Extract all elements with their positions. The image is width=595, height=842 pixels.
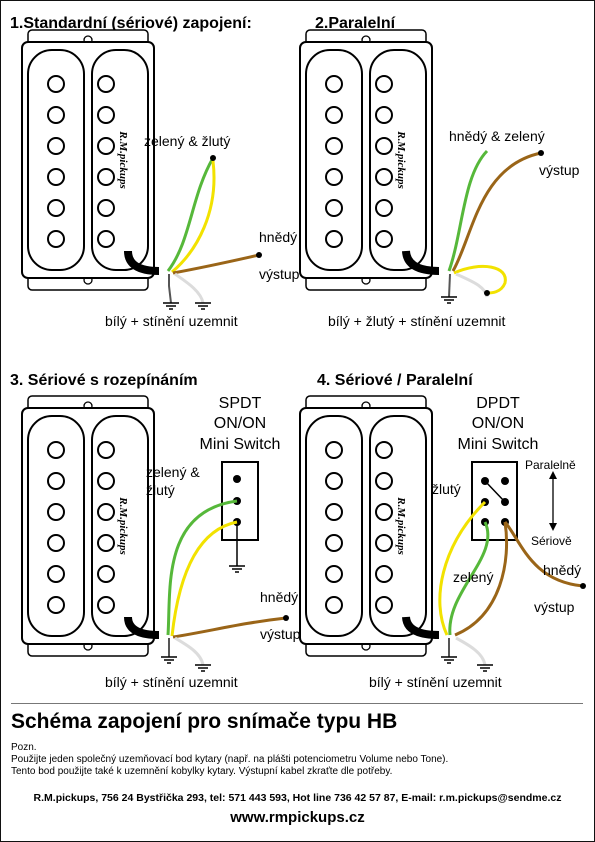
pickup-brand-label: R.M.pickups — [395, 130, 407, 188]
label-brown: hnědý — [259, 229, 297, 245]
website-link[interactable]: www.rmpickups.cz — [230, 809, 365, 826]
ground-symbol-icon — [160, 656, 178, 664]
label-output: výstup — [260, 626, 301, 642]
wire-bundle — [124, 499, 289, 666]
ground-symbol-icon — [476, 664, 494, 672]
ground-symbol-icon — [194, 302, 212, 310]
switch-mode-label: ON/ON — [472, 415, 524, 432]
footer-contact: R.M.pickups, 756 24 Bystřička 293, tel: … — [33, 792, 562, 804]
label-green: zelený — [453, 569, 493, 585]
footer-title: Schéma zapojení pro snímače typu HB — [11, 710, 398, 733]
label-yellow: žlutý — [432, 481, 461, 497]
label-ground: bílý + žlutý + stínění uzemnit — [328, 313, 506, 329]
spdt-switch-icon — [221, 461, 259, 566]
ground-symbol-icon — [440, 296, 458, 304]
wire-bundle — [402, 149, 544, 298]
quadrant-1-title: 1.Standardní (sériové) zapojení: — [10, 15, 252, 32]
ground-symbol-icon — [440, 656, 458, 664]
pickup-icon: R.M.pickups — [21, 395, 155, 657]
label-ground: bílý + stínění uzemnit — [369, 674, 502, 690]
pickup-icon: R.M.pickups — [21, 29, 155, 291]
quadrant-4-title: 4. Sériové / Paralelní — [317, 372, 473, 389]
switch-type-label: DPDT — [476, 395, 520, 412]
label-ground: bílý + stínění uzemnit — [105, 674, 238, 690]
quadrant-3-title: 3. Sériové s rozepínáním — [10, 372, 198, 389]
wiring-diagrams: 1.Standardní (sériové) zapojení: R.M.pic… — [10, 15, 586, 690]
quadrant-2: 2.Paralelní R.M.pickups hnědý & zelený v… — [299, 15, 580, 329]
label-brown-green: hnědý & zelený — [449, 128, 545, 144]
switch-name-label: Mini Switch — [458, 436, 539, 453]
quadrant-2-title: 2.Paralelní — [315, 15, 396, 32]
footer-note-line: Použijte jeden společný uzemňovací bod k… — [11, 754, 449, 765]
label-green-yellow: zelený & žlutý — [144, 133, 230, 149]
arrow-up-down-icon — [549, 471, 557, 531]
quadrant-1: 1.Standardní (sériové) zapojení: R.M.pic… — [10, 15, 300, 329]
label-brown: hnědý — [260, 589, 298, 605]
label-brown: hnědý — [543, 562, 581, 578]
label-output: výstup — [259, 266, 300, 282]
label-output: výstup — [539, 162, 580, 178]
label-parallel: Paralelně — [525, 458, 576, 472]
pickup-brand-label: R.M.pickups — [395, 496, 407, 554]
ground-symbol-icon — [194, 664, 212, 672]
switch-name-label: Mini Switch — [200, 436, 281, 453]
label-green: zelený & — [146, 464, 200, 480]
footer-note: Pozn. Použijte jeden společný uzemňovací… — [11, 742, 448, 778]
wire-bundle — [402, 500, 586, 666]
ground-symbol-icon — [162, 302, 180, 310]
pickup-icon: R.M.pickups — [299, 395, 433, 657]
footer-note-line: Tento bod použijte také k uzemnění kobyl… — [11, 766, 393, 777]
pickup-brand-label: R.M.pickups — [117, 496, 129, 554]
pickup-icon: R.M.pickups — [299, 29, 433, 291]
label-output: výstup — [534, 599, 575, 615]
label-yellow: žlutý — [146, 482, 175, 498]
switch-mode-label: ON/ON — [214, 415, 266, 432]
label-ground: bílý + stínění uzemnit — [105, 313, 238, 329]
label-series: Sériově — [531, 534, 572, 548]
pickup-brand-label: R.M.pickups — [117, 130, 129, 188]
footer-divider — [11, 703, 583, 704]
wire-bundle — [124, 155, 262, 304]
ground-symbol-icon — [228, 565, 246, 573]
switch-type-label: SPDT — [219, 395, 262, 412]
quadrant-3: 3. Sériové s rozepínáním R.M.pickups SPD… — [10, 372, 301, 690]
footer-note-line: Pozn. — [11, 742, 37, 753]
quadrant-4: 4. Sériové / Paralelní R.M.pickups DPDT … — [299, 372, 586, 690]
